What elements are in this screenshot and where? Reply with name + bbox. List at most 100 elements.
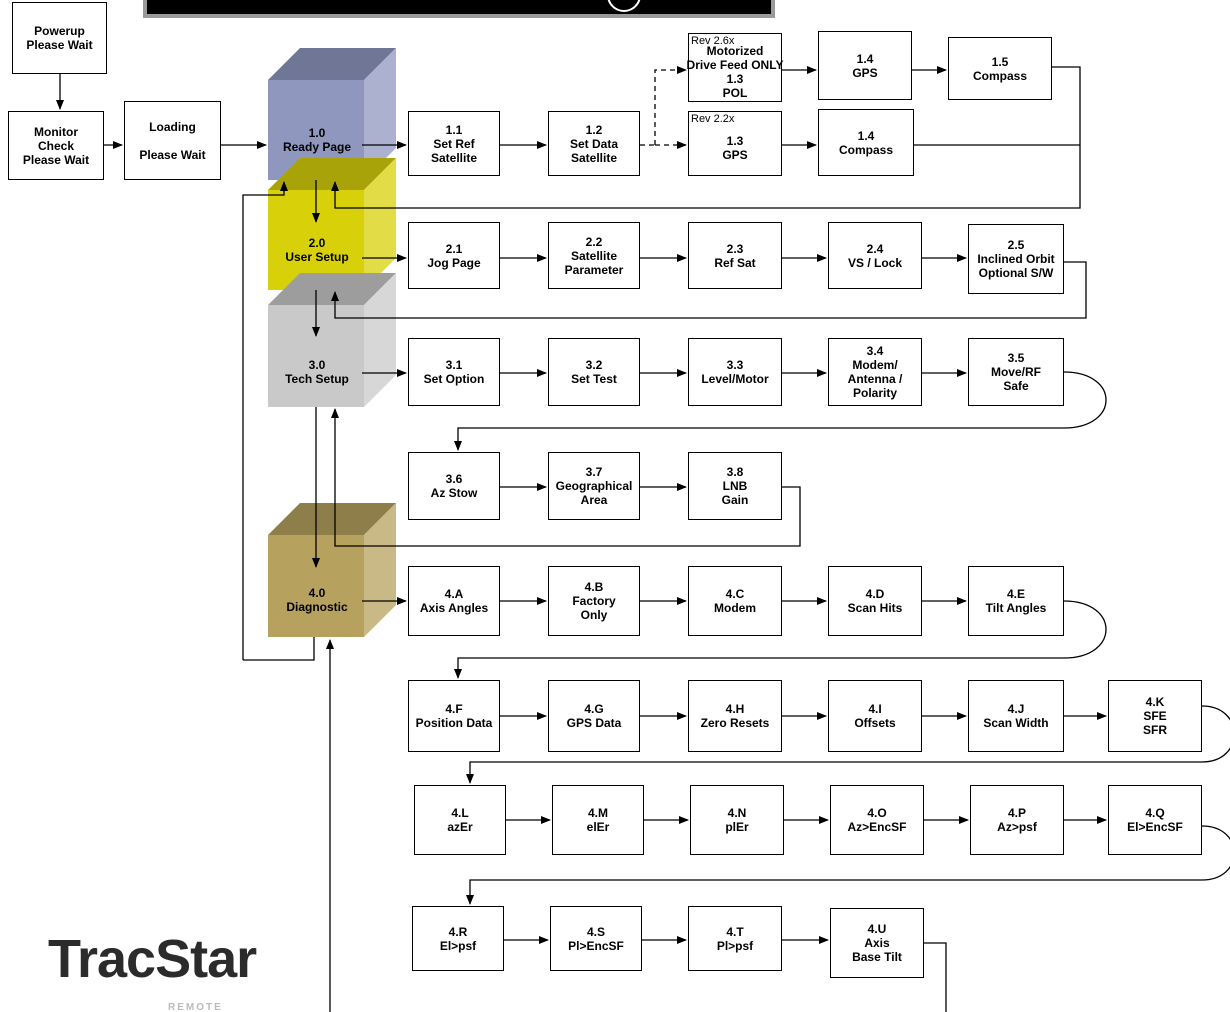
- box-label-line: Offsets: [854, 716, 896, 730]
- cube-label-line: 4.0: [308, 586, 326, 600]
- cube-4-0[interactable]: [268, 503, 396, 637]
- box-label-line: Pl>EncSF: [568, 938, 624, 953]
- cube-label-line: 3.0: [308, 358, 326, 372]
- box-label-line: 4.O: [867, 806, 887, 820]
- cube-label-line: Diagnostic: [286, 600, 348, 614]
- box-label-line: Set Test: [571, 372, 617, 386]
- cube-2-0[interactable]: [268, 158, 396, 290]
- box-label-line: 1.3: [726, 71, 744, 86]
- box-label-line: Compass: [838, 142, 894, 157]
- cube-label-line: User Setup: [285, 250, 349, 264]
- box-label-line: Compass: [972, 68, 1028, 83]
- box-label-line: GPS: [722, 147, 748, 162]
- box-label-line: azEr: [447, 820, 473, 834]
- box-label-line: Set Ref: [433, 136, 475, 151]
- cube-1-0[interactable]: [268, 48, 396, 180]
- cube-3-0[interactable]: [268, 273, 396, 407]
- return-connector: [924, 942, 947, 1012]
- box-label-line: Zero Resets: [700, 716, 770, 730]
- box-label-line: 2.2: [585, 234, 603, 249]
- box-label-line: Polarity: [852, 386, 897, 400]
- box-label-line: El>EncSF: [1127, 820, 1183, 834]
- cube-side-face: [364, 158, 396, 290]
- box-label-line: Satellite: [570, 248, 618, 263]
- box-label-line: 4.D: [865, 587, 885, 601]
- box-label-line: Gain: [721, 493, 749, 507]
- box-label-line: 4.T: [726, 924, 744, 939]
- box-loading[interactable]: Loading Please Wait: [124, 101, 221, 180]
- cube-group: [268, 48, 396, 637]
- box-label-line: Axis Angles: [419, 601, 489, 615]
- cube-label-line: Ready Page: [282, 140, 352, 154]
- cube-label-line: 1.0: [308, 126, 326, 140]
- box-label-line: 2.1: [445, 241, 463, 256]
- box-label-line: 4.I: [868, 702, 882, 716]
- return-connector: [331, 261, 1087, 319]
- revision-label: Rev 2.6x: [691, 35, 735, 47]
- box-label-line: GPS Data: [566, 716, 622, 730]
- box-label-line: 3.6: [445, 472, 463, 486]
- box-label-line: Please Wait: [26, 38, 93, 52]
- box-label-line: SFE: [1143, 709, 1167, 723]
- box-label-line: 4.G: [584, 702, 604, 716]
- return-connector: [331, 66, 1081, 209]
- box-label-line: 3.2: [585, 358, 603, 372]
- box-label-line: Modem: [714, 601, 756, 615]
- tracstar-logo-subtext: REMOTE: [168, 1002, 223, 1012]
- box-label-line: 4.H: [725, 702, 745, 716]
- box-label-line: Set Option: [423, 372, 485, 386]
- box-label-line: Satellite: [430, 150, 478, 165]
- box-label-line: 4.K: [1145, 695, 1165, 709]
- tracstar-logo: TracStar: [48, 929, 257, 989]
- box-label-line: Loading: [149, 119, 196, 134]
- box-label-line: 3.7: [585, 465, 603, 479]
